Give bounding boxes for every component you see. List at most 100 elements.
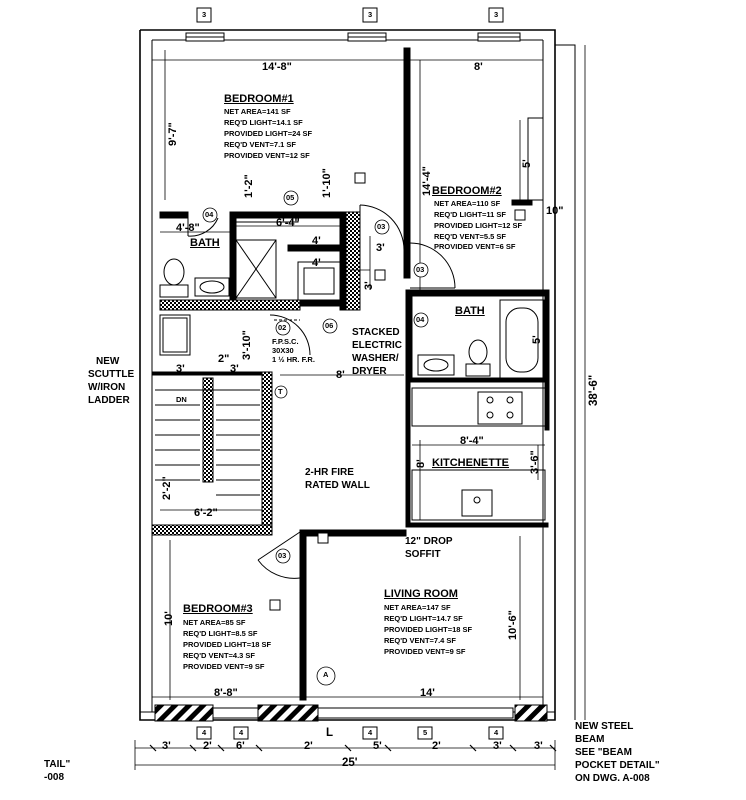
dim-bottom-14: 14' (420, 687, 435, 699)
bath-right-label: BATH (455, 305, 485, 317)
bedroom3-net-area: NET AREA=85 SF (183, 618, 246, 627)
bedroom1-provided-light: PROVIDED LIGHT=24 SF (224, 129, 313, 138)
dim-stair-2-2: 2'-2" (161, 476, 173, 500)
door-tag-02: 02 (278, 323, 287, 332)
bedroom2-net-area: NET AREA=110 SF (434, 199, 501, 208)
bath-right-fixtures (417, 299, 545, 379)
chain-dim-7: 3' (493, 740, 502, 752)
chain-dim-2: 2' (203, 740, 212, 752)
dim-bed3-height: 10' (163, 611, 175, 626)
east-wall-recess (527, 117, 543, 201)
window-tag-bottom-2: 4 (239, 728, 244, 737)
window-tag-3: 3 (494, 10, 499, 19)
chain-dim-3: 6' (236, 740, 245, 752)
fire-tag: T (278, 387, 283, 396)
dim-bath2-5: 5' (531, 335, 543, 344)
detail-ref-line-1: TAIL" (44, 759, 71, 770)
bedroom1-reqd-vent: REQ'D VENT=7.1 SF (224, 140, 297, 149)
dim-closet-4-a: 4' (312, 235, 321, 247)
fpsc-line-3: 1 ½ HR. F.R. (272, 355, 315, 364)
steel-beam-line-3: SEE "BEAM (575, 747, 632, 758)
dim-closet-4-b: 4' (312, 257, 321, 269)
dim-overall-height: 38'-6" (588, 374, 600, 406)
dim-closet-3-a: 3' (376, 242, 385, 254)
living-room-reqd-vent: REQ'D VENT=7.4 SF (384, 636, 457, 645)
fpsc-line-1: F.P.S.C. (272, 337, 299, 346)
scuttle-line-1: NEW (96, 356, 120, 367)
section-l-tag: L (326, 727, 334, 739)
window-tag-bottom-1: 4 (202, 728, 207, 737)
bedroom1-net-area: NET AREA=141 SF (224, 107, 291, 116)
steel-beam-line-2: BEAM (575, 734, 605, 745)
dim-bed2-height: 14'-4" (421, 166, 433, 196)
bedroom1-title: BEDROOM#1 (224, 93, 294, 105)
living-room-provided-light: PROVIDED LIGHT=18 SF (384, 625, 473, 634)
dim-living-height: 10'-6" (507, 610, 519, 640)
dim-hall-3-b: 3' (230, 363, 239, 375)
bedroom3-reqd-light: REQ'D LIGHT=8.5 SF (183, 629, 258, 638)
dim-bed2-five: 5' (521, 159, 533, 168)
dim-bath-6-4: 6'-4" (276, 217, 300, 229)
door-tag-03-c: 03 (278, 551, 287, 560)
dim-bath-4-8: 4'-8" (176, 222, 200, 234)
chain-dim-4: 2' (304, 740, 313, 752)
steel-beam-line-1: NEW STEEL (575, 721, 634, 732)
hall-fixtures (159, 314, 311, 356)
door-tag-04-b: 04 (416, 315, 425, 324)
door-swings (187, 204, 456, 579)
dimension-ticks (149, 744, 557, 752)
bedroom2-provided-light: PROVIDED LIGHT=12 SF (434, 221, 523, 230)
bedroom3-reqd-vent: REQ'D VENT=4.3 SF (183, 651, 256, 660)
window-tag-bottom-4: 5 (423, 728, 428, 737)
door-tag-06: 06 (325, 321, 334, 330)
door-tag-05: 05 (286, 193, 295, 202)
living-room-reqd-light: REQ'D LIGHT=14.7 SF (384, 614, 463, 623)
bottom-beams (154, 704, 548, 722)
dim-kitchen-8: 8' (415, 459, 427, 468)
living-room-provided-vent: PROVIDED VENT=9 SF (384, 647, 466, 656)
washer-dryer-line-4: DRYER (352, 366, 387, 377)
bedroom3-title: BEDROOM#3 (183, 603, 253, 615)
dim-stair-6-2: 6'-2" (194, 507, 218, 519)
bedroom2-reqd-vent: REQ'D VENT=5.5 SF (434, 232, 507, 241)
fire-wall-line-2: RATED WALL (305, 480, 370, 491)
living-room-net-area: NET AREA=147 SF (384, 603, 451, 612)
dim-hall-8: 8' (336, 369, 345, 381)
chain-dim-5: 5' (373, 740, 382, 752)
kitchenette-label: KITCHENETTE (432, 457, 509, 469)
bedroom3-provided-light: PROVIDED LIGHT=18 SF (183, 640, 272, 649)
scuttle-line-2: SCUTTLE (88, 369, 135, 380)
door-tags (202, 190, 429, 686)
bedroom2-title: BEDROOM#2 (432, 185, 502, 197)
bedroom1-provided-vent: PROVIDED VENT=12 SF (224, 151, 310, 160)
washer-dryer-line-1: STACKED (352, 327, 400, 338)
windows-top (185, 32, 521, 42)
bedroom2-reqd-light: REQ'D LIGHT=11 SF (434, 210, 507, 219)
window-tags (196, 7, 504, 740)
dimension-lines (134, 45, 586, 770)
steel-beam-line-5: ON DWG. A-008 (575, 773, 650, 784)
window-tag-2: 3 (368, 10, 373, 19)
dim-bath-1-2: 1'-2" (243, 174, 255, 198)
dim-closet-3-b: 3' (363, 281, 375, 290)
chain-dim-8: 3' (534, 740, 543, 752)
bedroom3-provided-vent: PROVIDED VENT=9 SF (183, 662, 265, 671)
dim-overall-width: 25' (342, 757, 358, 769)
washer-dryer-line-3: WASHER/ (352, 353, 399, 364)
dim-bed2-ten: 10" (546, 205, 564, 217)
window-tag-1: 3 (202, 10, 207, 19)
fire-wall-line-1: 2-HR FIRE (305, 467, 354, 478)
dim-hall-3-10: 3'-10" (241, 330, 253, 360)
dim-bed1-height: 9'-7" (167, 122, 179, 146)
stair (155, 377, 260, 496)
dim-hall-2: 2" (218, 353, 230, 365)
fpsc-line-2: 30X30 (272, 346, 294, 355)
door-tag-04-a: 04 (205, 210, 214, 219)
detail-ref-line-2: -008 (44, 772, 65, 783)
washer-dryer-line-2: ELECTRIC (352, 340, 402, 351)
scuttle-line-4: LADDER (88, 395, 130, 406)
dim-bath-1-10: 1'-10" (321, 168, 333, 198)
bath-left-label: BATH (190, 237, 220, 249)
bath-left-fixtures (159, 213, 341, 301)
